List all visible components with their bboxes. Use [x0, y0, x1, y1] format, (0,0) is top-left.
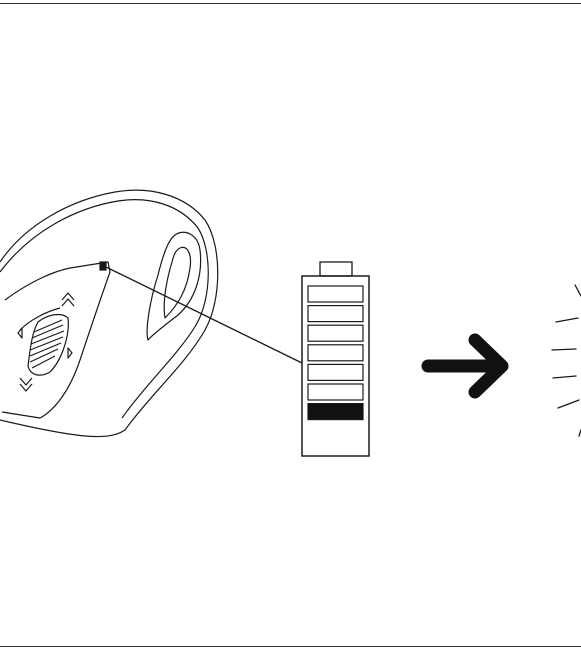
light-ray — [555, 317, 579, 323]
battery-segment-filled — [307, 403, 364, 421]
battery-segments — [307, 285, 364, 421]
battery-low-icon — [301, 261, 370, 457]
scroll-up-chevron-icon — [61, 292, 75, 307]
light-ray — [551, 348, 577, 351]
mouse-button-divider — [19, 307, 61, 331]
battery-segment-empty — [307, 285, 364, 303]
flashing-light-icon — [551, 284, 581, 437]
scroll-down-chevron-icon — [19, 377, 33, 392]
computer-mouse-icon — [0, 189, 219, 438]
light-ray — [557, 399, 580, 409]
battery-segment-empty — [307, 324, 364, 342]
right-marker-icon — [67, 347, 73, 359]
arrow-right-icon — [421, 333, 509, 399]
mouse-outer-shell — [0, 189, 219, 438]
mouse-button-area — [1, 261, 111, 419]
battery-segment-empty — [307, 363, 364, 381]
scroll-wheel — [27, 313, 69, 376]
battery-segment-empty — [307, 383, 364, 401]
mouse-inner-shell — [0, 199, 209, 419]
mouse-side-panel — [146, 231, 202, 341]
battery-terminal — [319, 261, 353, 277]
leader-line — [103, 265, 303, 364]
bottom-border — [0, 646, 581, 647]
left-marker-icon — [17, 327, 23, 339]
mouse-led-indicator — [99, 261, 107, 271]
top-border — [0, 3, 581, 4]
battery-body — [301, 275, 370, 457]
light-ray — [552, 375, 577, 379]
light-ray — [574, 284, 581, 297]
mouse-side-groove — [163, 246, 192, 319]
battery-segment-empty — [307, 305, 364, 323]
battery-segment-empty — [307, 344, 364, 362]
